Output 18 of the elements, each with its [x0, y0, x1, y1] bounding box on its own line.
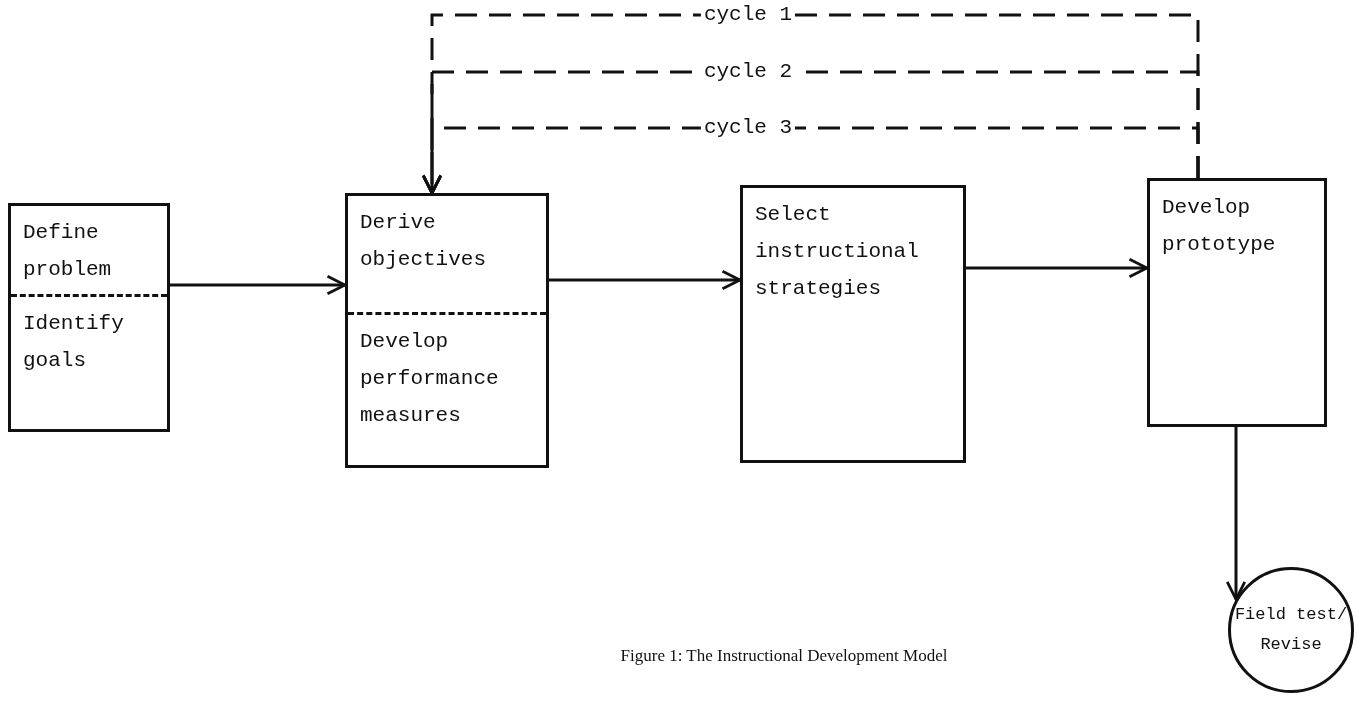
- node-text: Identify goals: [11, 294, 167, 387]
- arrow: [549, 269, 742, 291]
- edge-label: cycle 3: [700, 116, 796, 140]
- arrow: [966, 257, 1149, 279]
- node-text: Field test/ Revise: [1233, 604, 1349, 656]
- figure-caption: Figure 1: The Instructional Development Model: [619, 646, 949, 666]
- node-text: Select instructional strategies: [754, 202, 920, 302]
- dashed-arrow: [421, 126, 1200, 195]
- arrow: [1225, 427, 1247, 601]
- process-box: [345, 193, 549, 468]
- node-text: Define problem: [22, 220, 113, 283]
- node-text: Develop prototype: [1161, 195, 1277, 258]
- process-box: [740, 185, 966, 463]
- node-text: Derive objectives: [359, 210, 488, 273]
- process-box: [8, 203, 170, 432]
- node-text: Develop performance measures: [348, 312, 546, 442]
- process-box: [1147, 178, 1327, 427]
- arrow: [170, 274, 347, 296]
